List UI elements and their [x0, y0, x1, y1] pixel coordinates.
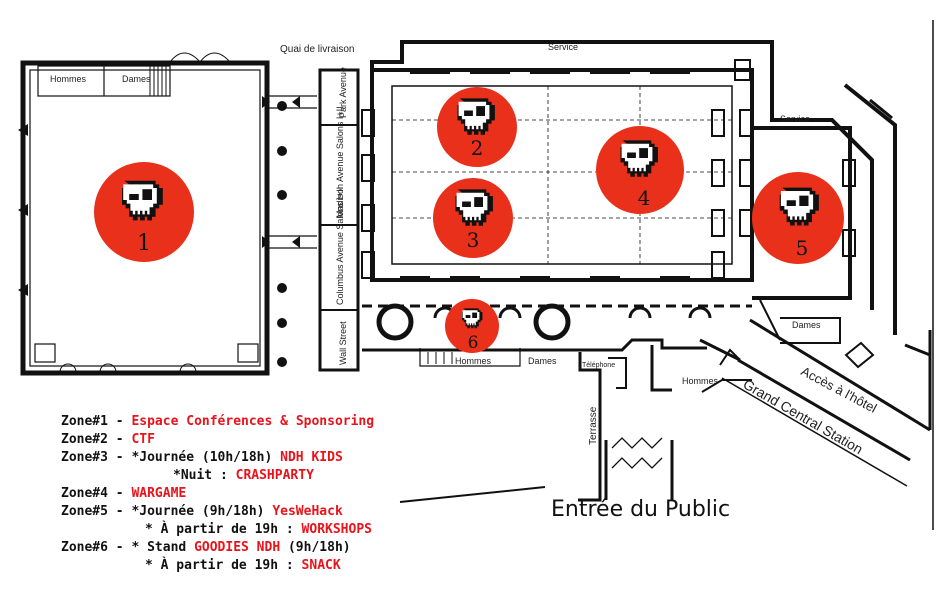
public-entrance-label: Entrée du Public [551, 497, 731, 522]
legend-zone-6-evening: * À partir de 19h : SNACK [145, 558, 341, 573]
hall-zone-1 [18, 52, 270, 376]
lobby [362, 303, 752, 502]
room-wall-street: Wall Street [338, 321, 348, 365]
delivery-dock-label: Quai de livraison [280, 44, 354, 55]
hotel-access [701, 318, 932, 487]
service-label-top: Service [548, 42, 578, 52]
zone-number: 4 [638, 186, 651, 210]
ballroom [361, 40, 774, 282]
zone-marker-3[interactable]: 3 [433, 178, 513, 258]
zone-number: 6 [468, 333, 479, 353]
zone-legend: Zone#1 - Espace Conférences & Sponsoring… [61, 413, 481, 575]
room-madison-avenue: Madison Avenue Salons I+II [335, 106, 345, 218]
zone-number: 2 [471, 136, 484, 160]
legend-zone-5-evening: * À partir de 19h : WORKSHOPS [145, 522, 372, 537]
restroom-women-bottom: Dames [528, 356, 557, 366]
hotel-access-label: Accès à l'hôtel [799, 363, 880, 415]
entrance-pointer-line [399, 486, 546, 503]
zone-marker-5[interactable]: 5 [752, 172, 844, 264]
side-rooms [318, 68, 360, 372]
legend-zone-2: Zone#2 - CTF [61, 432, 155, 447]
room-zone-5 [752, 40, 897, 344]
restroom-women-label: Dames [122, 74, 151, 84]
zone-marker-4[interactable]: 4 [596, 126, 684, 214]
legend-zone-5-day: Zone#5 - *Journée (9h/18h) YesWeHack [61, 504, 343, 519]
restroom-men-right: Hommes [682, 376, 719, 386]
telephone-label: Téléphone [582, 362, 615, 369]
zone-marker-6[interactable]: 6 [445, 299, 499, 353]
zone-number: 5 [796, 236, 809, 260]
legend-zone-1: Zone#1 - Espace Conférences & Sponsoring [61, 414, 375, 429]
service-label-right: Service [780, 114, 810, 124]
legend-zone-3-day: Zone#3 - *Journée (10h/18h) NDH KIDS [61, 450, 343, 465]
terrace-label: Terrasse [588, 406, 599, 445]
zone-marker-1[interactable]: 1 [94, 162, 194, 262]
room-columbus-avenue: Columbus Avenue Salons I+II [335, 187, 345, 305]
legend-zone-6-day: Zone#6 - * Stand GOODIES NDH (9h/18h) [61, 540, 351, 555]
room-park-avenue: Park Avenue [338, 67, 348, 118]
zone-number: 3 [467, 228, 480, 252]
restroom-men-label: Hommes [50, 74, 87, 84]
corridor [262, 95, 317, 367]
restroom-women-right: Dames [792, 320, 821, 330]
zone-number: 1 [137, 231, 151, 256]
legend-zone-3-night: *Nuit : CRASHPARTY [173, 468, 314, 483]
zone-marker-2[interactable]: 2 [437, 87, 517, 167]
restroom-men-bottom: Hommes [455, 356, 492, 366]
legend-zone-4: Zone#4 - WARGAME [61, 486, 187, 501]
